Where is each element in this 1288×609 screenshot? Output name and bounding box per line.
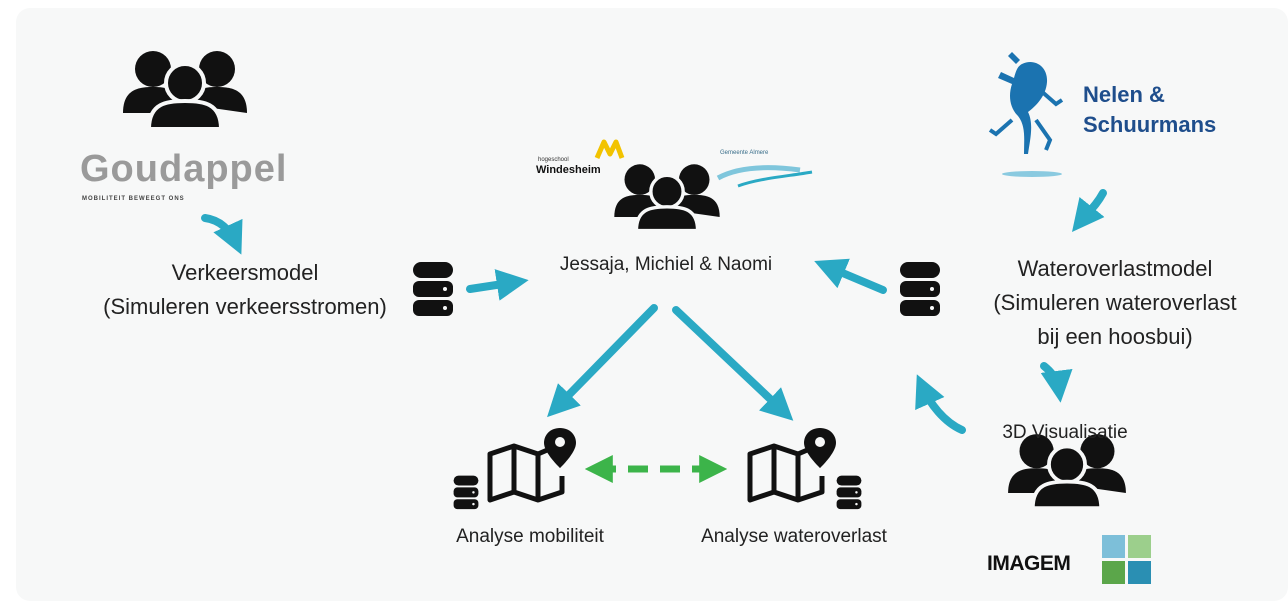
visualisatie-label: 3D Visualisatie — [1002, 422, 1128, 443]
map-pin-icon — [750, 428, 836, 500]
map-pin-icon — [490, 428, 576, 500]
almere-logo-mark — [716, 165, 813, 188]
verkeersmodel-title: Verkeersmodel — [171, 260, 319, 285]
arrow-db-to-team-left — [466, 269, 529, 301]
arrow-visualisatie-to-db — [915, 374, 966, 434]
database-icon — [836, 475, 862, 510]
nelen-logo-line2: Schuurmans — [1083, 112, 1217, 137]
database-icon — [900, 262, 940, 316]
nelen-logo: Nelen & Schuurmans — [1083, 80, 1216, 140]
goudappel-tagline: MOBILITEIT BEWEEGT ONS — [82, 196, 185, 202]
wateroverlastmodel-subtitle-2: bij een hoosbui) — [1037, 324, 1193, 349]
windesheim-small-label: hogeschool — [538, 157, 569, 163]
arrow-nelen-to-wateroverlastmodel — [1072, 189, 1107, 232]
windesheim-logo: Windesheim — [536, 164, 601, 176]
nelen-logo-line1: Nelen & — [1083, 82, 1165, 107]
database-icon — [453, 475, 479, 510]
wateroverlastmodel-label: Wateroverlastmodel (Simuleren wateroverl… — [942, 252, 1288, 354]
frog-logo-icon — [988, 52, 1064, 177]
verkeersmodel-subtitle: (Simuleren verkeersstromen) — [103, 294, 387, 319]
arrow-team-to-analyse-wateroverlast — [672, 306, 794, 421]
analyse-wateroverlast-label: Analyse wateroverlast — [701, 526, 887, 547]
wateroverlastmodel-title: Wateroverlastmodel — [1017, 256, 1213, 281]
windesheim-logo-mark — [594, 139, 625, 160]
arrow-db-to-team-right — [814, 258, 887, 294]
people-group-icon — [612, 162, 722, 233]
database-icon — [413, 262, 453, 316]
arrow-wateroverlastmodel-to-visualisatie — [1040, 362, 1073, 403]
arrow-team-to-analyse-mobiliteit — [547, 304, 658, 418]
wateroverlastmodel-subtitle: (Simuleren wateroverlast — [993, 290, 1237, 315]
arrow-goudappel-to-verkeersmodel — [201, 214, 243, 255]
imagem-logo: IMAGEM — [987, 552, 1071, 575]
imagem-squares-icon — [1102, 535, 1151, 584]
goudappel-logo: Goudappel — [80, 148, 288, 190]
people-group-icon — [121, 49, 249, 131]
almere-logo: Gemeente Almere — [720, 150, 769, 156]
team-label: Jessaja, Michiel & Naomi — [559, 254, 773, 275]
analyse-mobiliteit-label: Analyse mobiliteit — [456, 526, 604, 547]
verkeersmodel-label: Verkeersmodel (Simuleren verkeersstromen… — [80, 256, 410, 324]
